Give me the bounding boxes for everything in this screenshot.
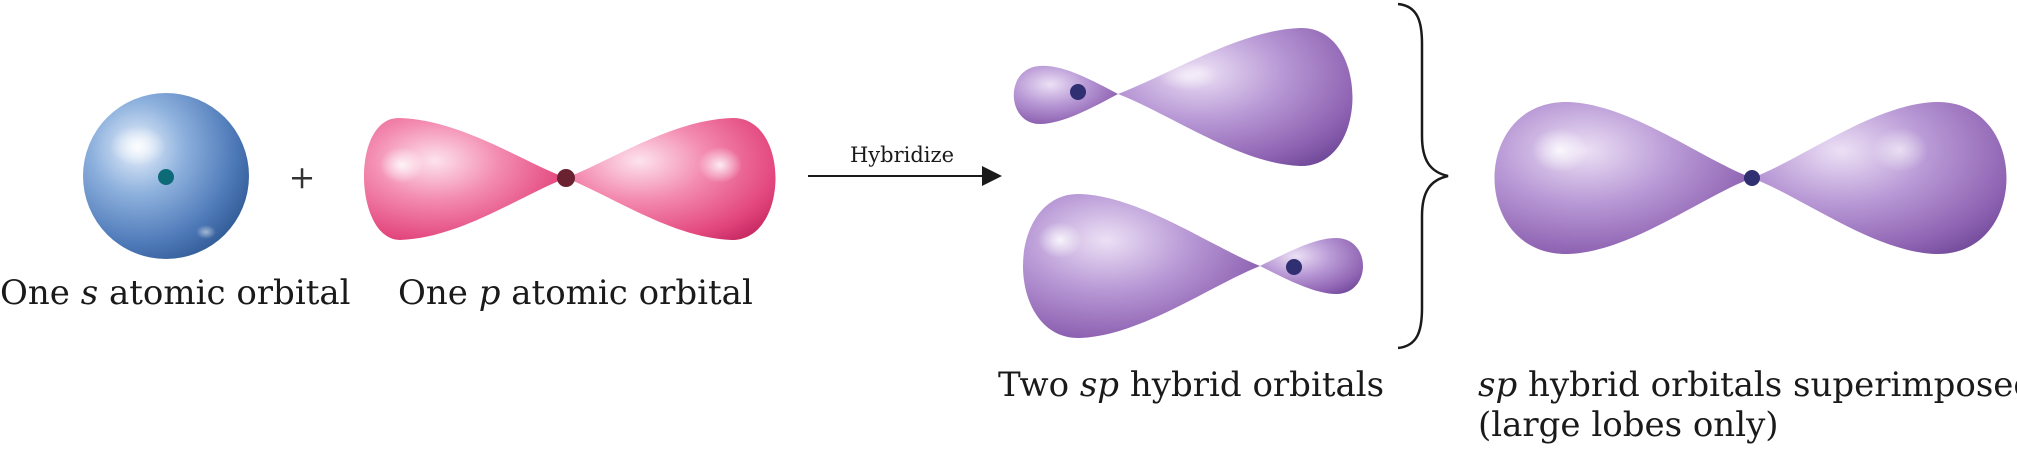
p-orbital-left-lobe	[363, 117, 566, 240]
sp-orbital-bottom	[1023, 193, 1363, 339]
hybridize-label: Hybridize	[850, 143, 954, 167]
sp-bottom-nucleus-dot	[1286, 259, 1302, 275]
sp-top-small-lobe	[1013, 65, 1118, 124]
caption-s-orbital: One s atomic orbital	[0, 273, 351, 313]
caption-superimposed-line2: (large lobes only)	[1478, 405, 1779, 445]
curly-brace	[1397, 2, 1449, 350]
s-orbital-sphere	[83, 93, 249, 259]
p-orbital	[363, 117, 776, 240]
caption-two-sp-hybrid-orbitals: Two sp hybrid orbitals	[998, 365, 1385, 405]
p-nucleus-dot	[557, 169, 575, 187]
sp-bottom-small-lobe	[1260, 238, 1363, 294]
superimposed-nucleus-dot	[1744, 170, 1760, 186]
sp-top-large-lobe	[1118, 27, 1353, 167]
caption-p-orbital: One p atomic orbital	[398, 273, 753, 313]
plus-sign: +	[289, 158, 316, 196]
superimposed-right-lobe	[1752, 101, 2007, 255]
superimposed-left-lobe	[1494, 101, 1752, 255]
caption-superimposed-line1: sp hybrid orbitals superimposed	[1478, 365, 2017, 405]
sp-bottom-large-lobe	[1023, 193, 1260, 339]
sp-orbital-top	[1013, 27, 1353, 167]
sp-superimposed-orbitals	[1494, 101, 2007, 255]
p-orbital-right-lobe	[566, 117, 776, 240]
sp-top-nucleus-dot	[1070, 84, 1086, 100]
s-nucleus-dot	[158, 169, 174, 185]
